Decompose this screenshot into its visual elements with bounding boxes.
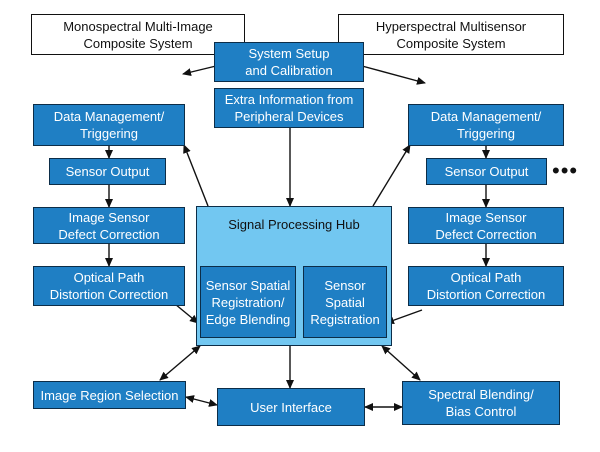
hub-spatial-registration-module: Sensor Spatial Registration [303,266,387,338]
arrow-right-distortion-to-hub [385,309,423,325]
hub-title: Signal Processing Hub [228,217,360,232]
system-setup-box: System Setup and Calibration [214,42,364,82]
arrow-left-distortion-to-hub [174,303,199,324]
right-defect-correction-box: Image Sensor Defect Correction [408,207,564,244]
right-data-management-box: Data Management/ Triggering [408,104,564,146]
extra-information-box: Extra Information from Peripheral Device… [214,88,364,128]
left-distortion-correction-box: Optical Path Distortion Correction [33,266,185,306]
left-defect-correction-box: Image Sensor Defect Correction [33,207,185,244]
hub-edge-blending-module: Sensor Spatial Registration/ Edge Blendi… [200,266,296,338]
user-interface-box: User Interface [217,388,365,426]
arrow-setup-to-left-dm [182,65,217,77]
more-sensors-ellipsis: ••• [552,158,579,183]
right-distortion-correction-box: Optical Path Distortion Correction [408,266,564,306]
arrow-image-region-ui [185,395,218,407]
right-sensor-output-box: Sensor Output [426,158,547,185]
spectral-blending-box: Spectral Blending/ Bias Control [402,381,560,425]
arrow-hub-to-left-dm [183,144,209,207]
monospectral-system-box: Monospectral Multi-Image Composite Syste… [31,14,245,55]
arrow-hub-spectral [381,345,421,381]
image-region-selection-box: Image Region Selection [33,381,186,409]
left-data-management-box: Data Management/ Triggering [33,104,185,146]
arrow-hub-image-region [159,345,201,381]
left-sensor-output-box: Sensor Output [49,158,166,185]
arrow-setup-to-right-dm [361,65,426,85]
hyperspectral-system-box: Hyperspectral Multisensor Composite Syst… [338,14,564,55]
arrow-hub-to-right-dm [372,144,411,207]
